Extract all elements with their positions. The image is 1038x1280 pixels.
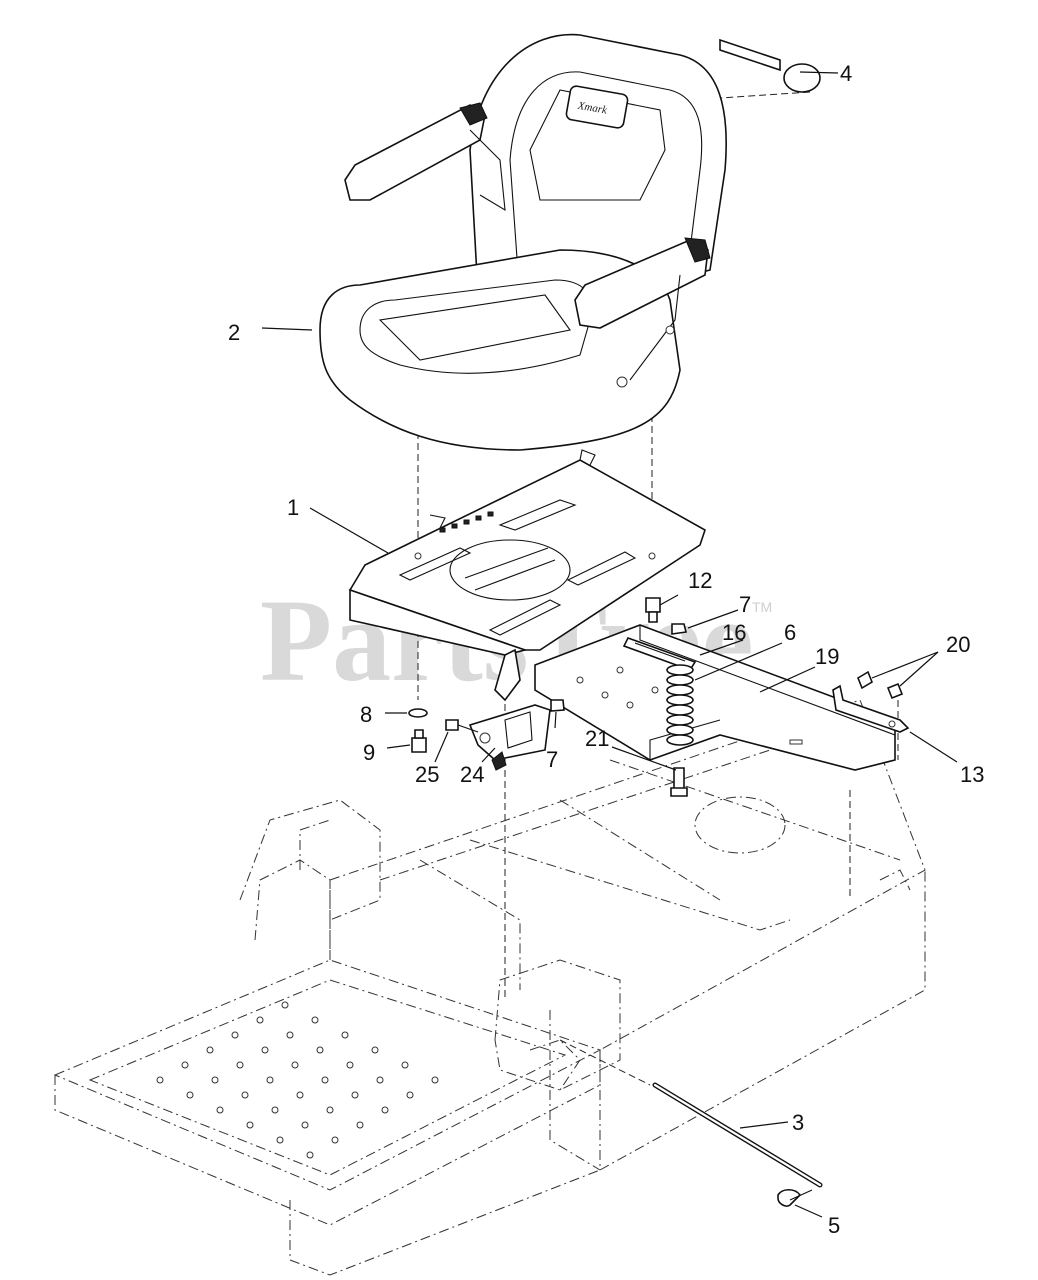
deck-holes <box>156 1001 439 1159</box>
callout-25: 25 <box>415 762 439 787</box>
callout-21: 21 <box>585 726 609 751</box>
callout-2: 2 <box>228 320 240 345</box>
callout-3: 3 <box>792 1110 804 1135</box>
callout-7-lower: 7 <box>546 747 558 772</box>
callout-13: 13 <box>960 762 984 787</box>
hardware <box>408 597 904 797</box>
mower-frame <box>53 699 926 1276</box>
watermark-trademark: TM <box>752 599 772 615</box>
callout-5: 5 <box>828 1213 840 1238</box>
part-2-seat: Xmark <box>319 33 727 451</box>
part-19-bracket <box>534 624 896 771</box>
part-6-spring <box>666 664 694 746</box>
part-5-clip <box>777 1188 813 1207</box>
part-1-seat-plate <box>348 449 706 702</box>
callout-9: 9 <box>363 740 375 765</box>
part-24-latch <box>468 704 551 771</box>
callout-20: 20 <box>946 632 970 657</box>
callout-1: 1 <box>287 495 299 520</box>
seat-logo: Xmark <box>576 100 609 117</box>
callout-24: 24 <box>460 762 484 787</box>
part-4-key <box>719 38 821 93</box>
leader-lines <box>261 71 958 1218</box>
callout-6: 6 <box>784 620 796 645</box>
callout-labels: 1 2 3 4 5 6 7 7 8 9 12 13 16 19 20 21 24… <box>228 61 984 1238</box>
callout-19: 19 <box>815 644 839 669</box>
part-3-rod <box>652 1082 823 1188</box>
part-13-bracket <box>832 684 910 733</box>
callout-16: 16 <box>722 620 746 645</box>
callout-4: 4 <box>840 61 852 86</box>
callout-7-upper: 7 <box>739 592 751 617</box>
callout-12: 12 <box>688 568 712 593</box>
callout-8: 8 <box>360 702 372 727</box>
